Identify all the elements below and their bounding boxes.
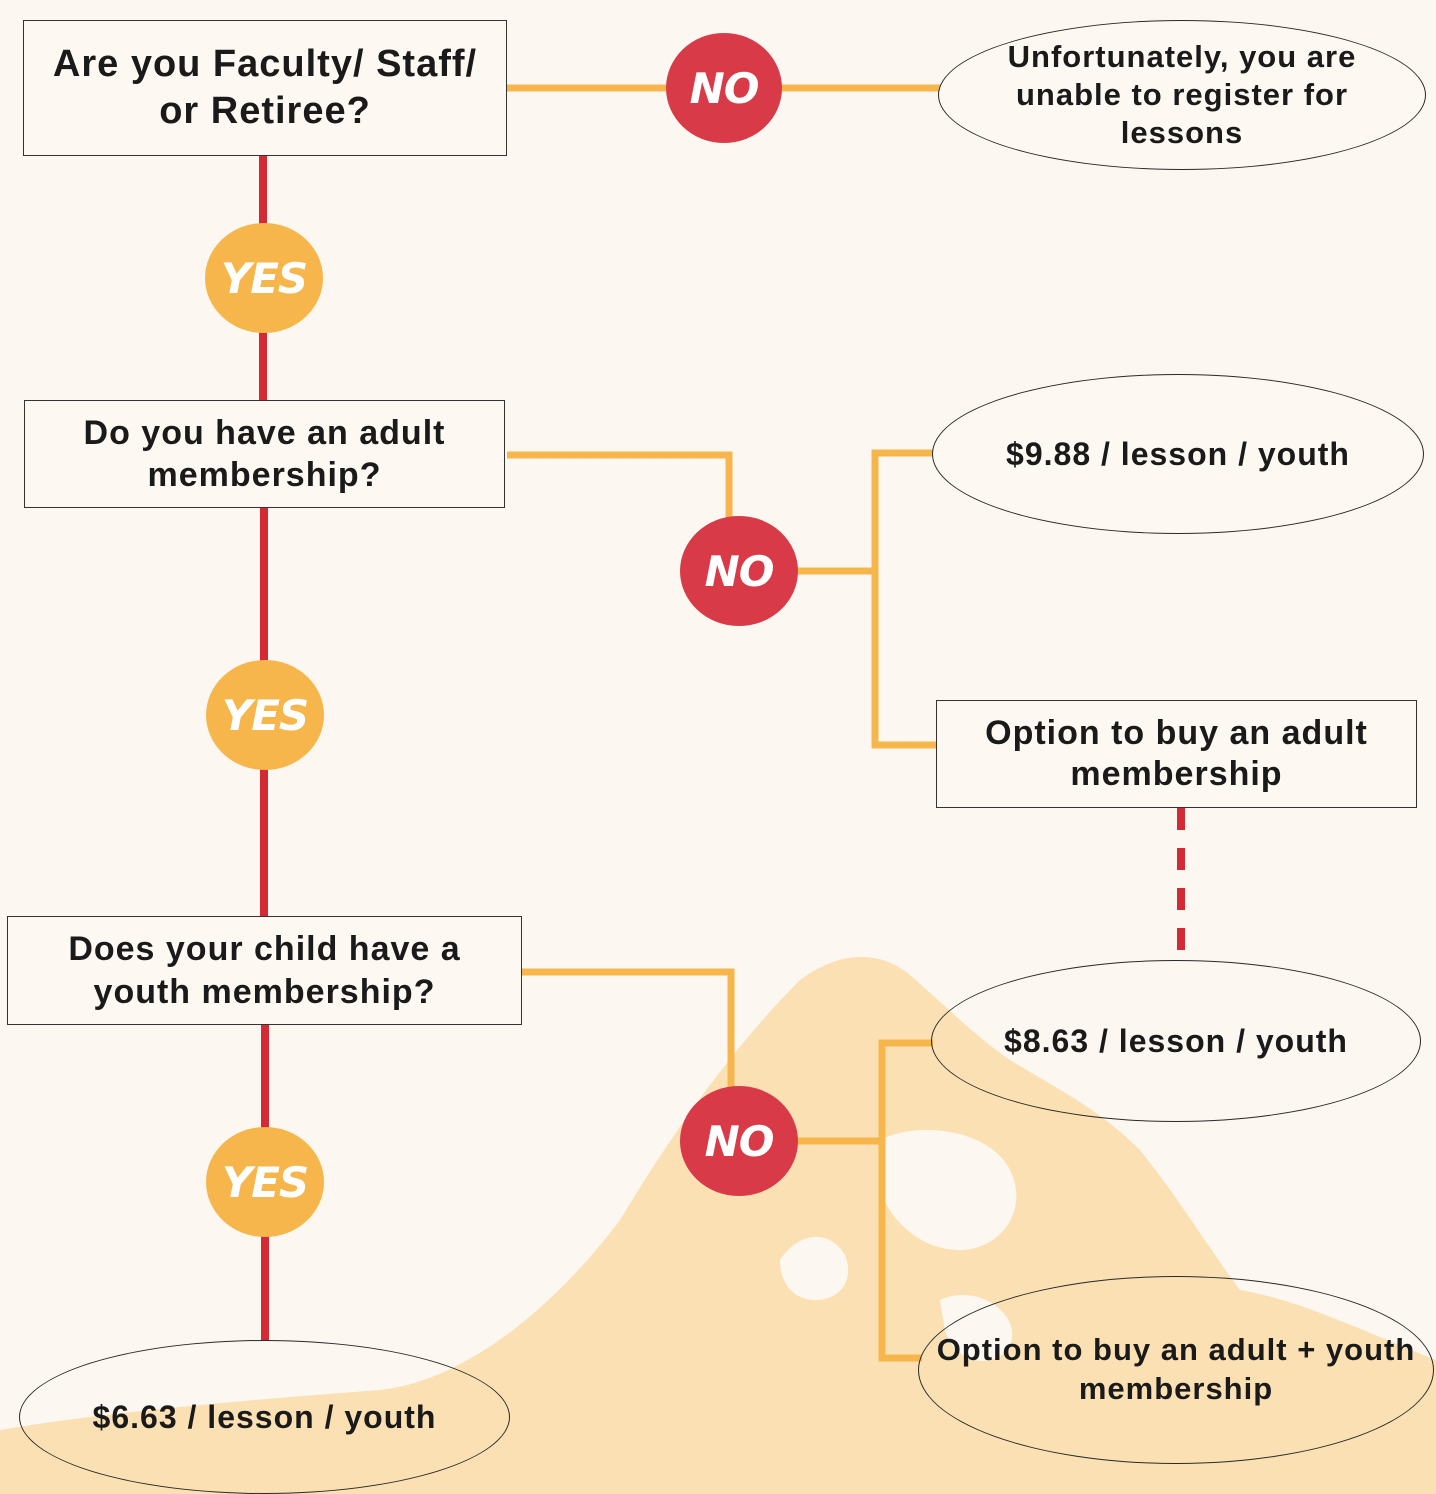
outcome-buy-adult-membership: Option to buy an adult membership — [936, 700, 1417, 808]
outcome-unable-to-register: Unfortunately, you are unable to registe… — [938, 20, 1426, 170]
outcome-price-663-text: $6.63 / lesson / youth — [92, 1398, 437, 1435]
yes-badge-3-label: YES — [221, 1157, 309, 1207]
no-badge-1-label: NO — [689, 63, 760, 113]
question-3-text: Does your child have a youth membership? — [68, 930, 461, 1011]
question-1-text: Are you Faculty/ Staff/ or Retiree? — [52, 43, 478, 132]
outcome-price-988: $9.88 / lesson / youth — [932, 374, 1424, 534]
outcome-buy-adult-youth-text: Option to buy an adult + youth membershi… — [936, 1332, 1416, 1406]
no-badge-2-label: NO — [704, 546, 775, 596]
outcome-buy-adult-text: Option to buy an adult membership — [985, 713, 1368, 793]
yes-badge-2: YES — [206, 660, 324, 770]
outcome-price-663: $6.63 / lesson / youth — [19, 1340, 510, 1494]
no-badge-3-label: NO — [704, 1116, 775, 1166]
outcome-price-988-text: $9.88 / lesson / youth — [1006, 435, 1350, 472]
yes-badge-2-label: YES — [221, 690, 309, 740]
no-badge-2: NO — [680, 516, 798, 626]
no-badge-3: NO — [680, 1086, 798, 1196]
question-faculty-staff-retiree: Are you Faculty/ Staff/ or Retiree? — [23, 20, 507, 156]
yes-badge-1-label: YES — [220, 253, 308, 303]
question-2-text: Do you have an adult membership? — [83, 413, 446, 495]
outcome-unable-text: Unfortunately, you are unable to registe… — [1007, 39, 1357, 150]
no-badge-1: NO — [666, 33, 782, 143]
outcome-price-863: $8.63 / lesson / youth — [931, 960, 1421, 1122]
outcome-buy-adult-youth-membership: Option to buy an adult + youth membershi… — [918, 1276, 1434, 1464]
yes-badge-1: YES — [205, 223, 323, 333]
question-youth-membership: Does your child have a youth membership? — [7, 916, 522, 1025]
question-adult-membership: Do you have an adult membership? — [24, 400, 505, 508]
outcome-price-863-text: $8.63 / lesson / youth — [1004, 1022, 1348, 1059]
yes-badge-3: YES — [206, 1127, 324, 1237]
